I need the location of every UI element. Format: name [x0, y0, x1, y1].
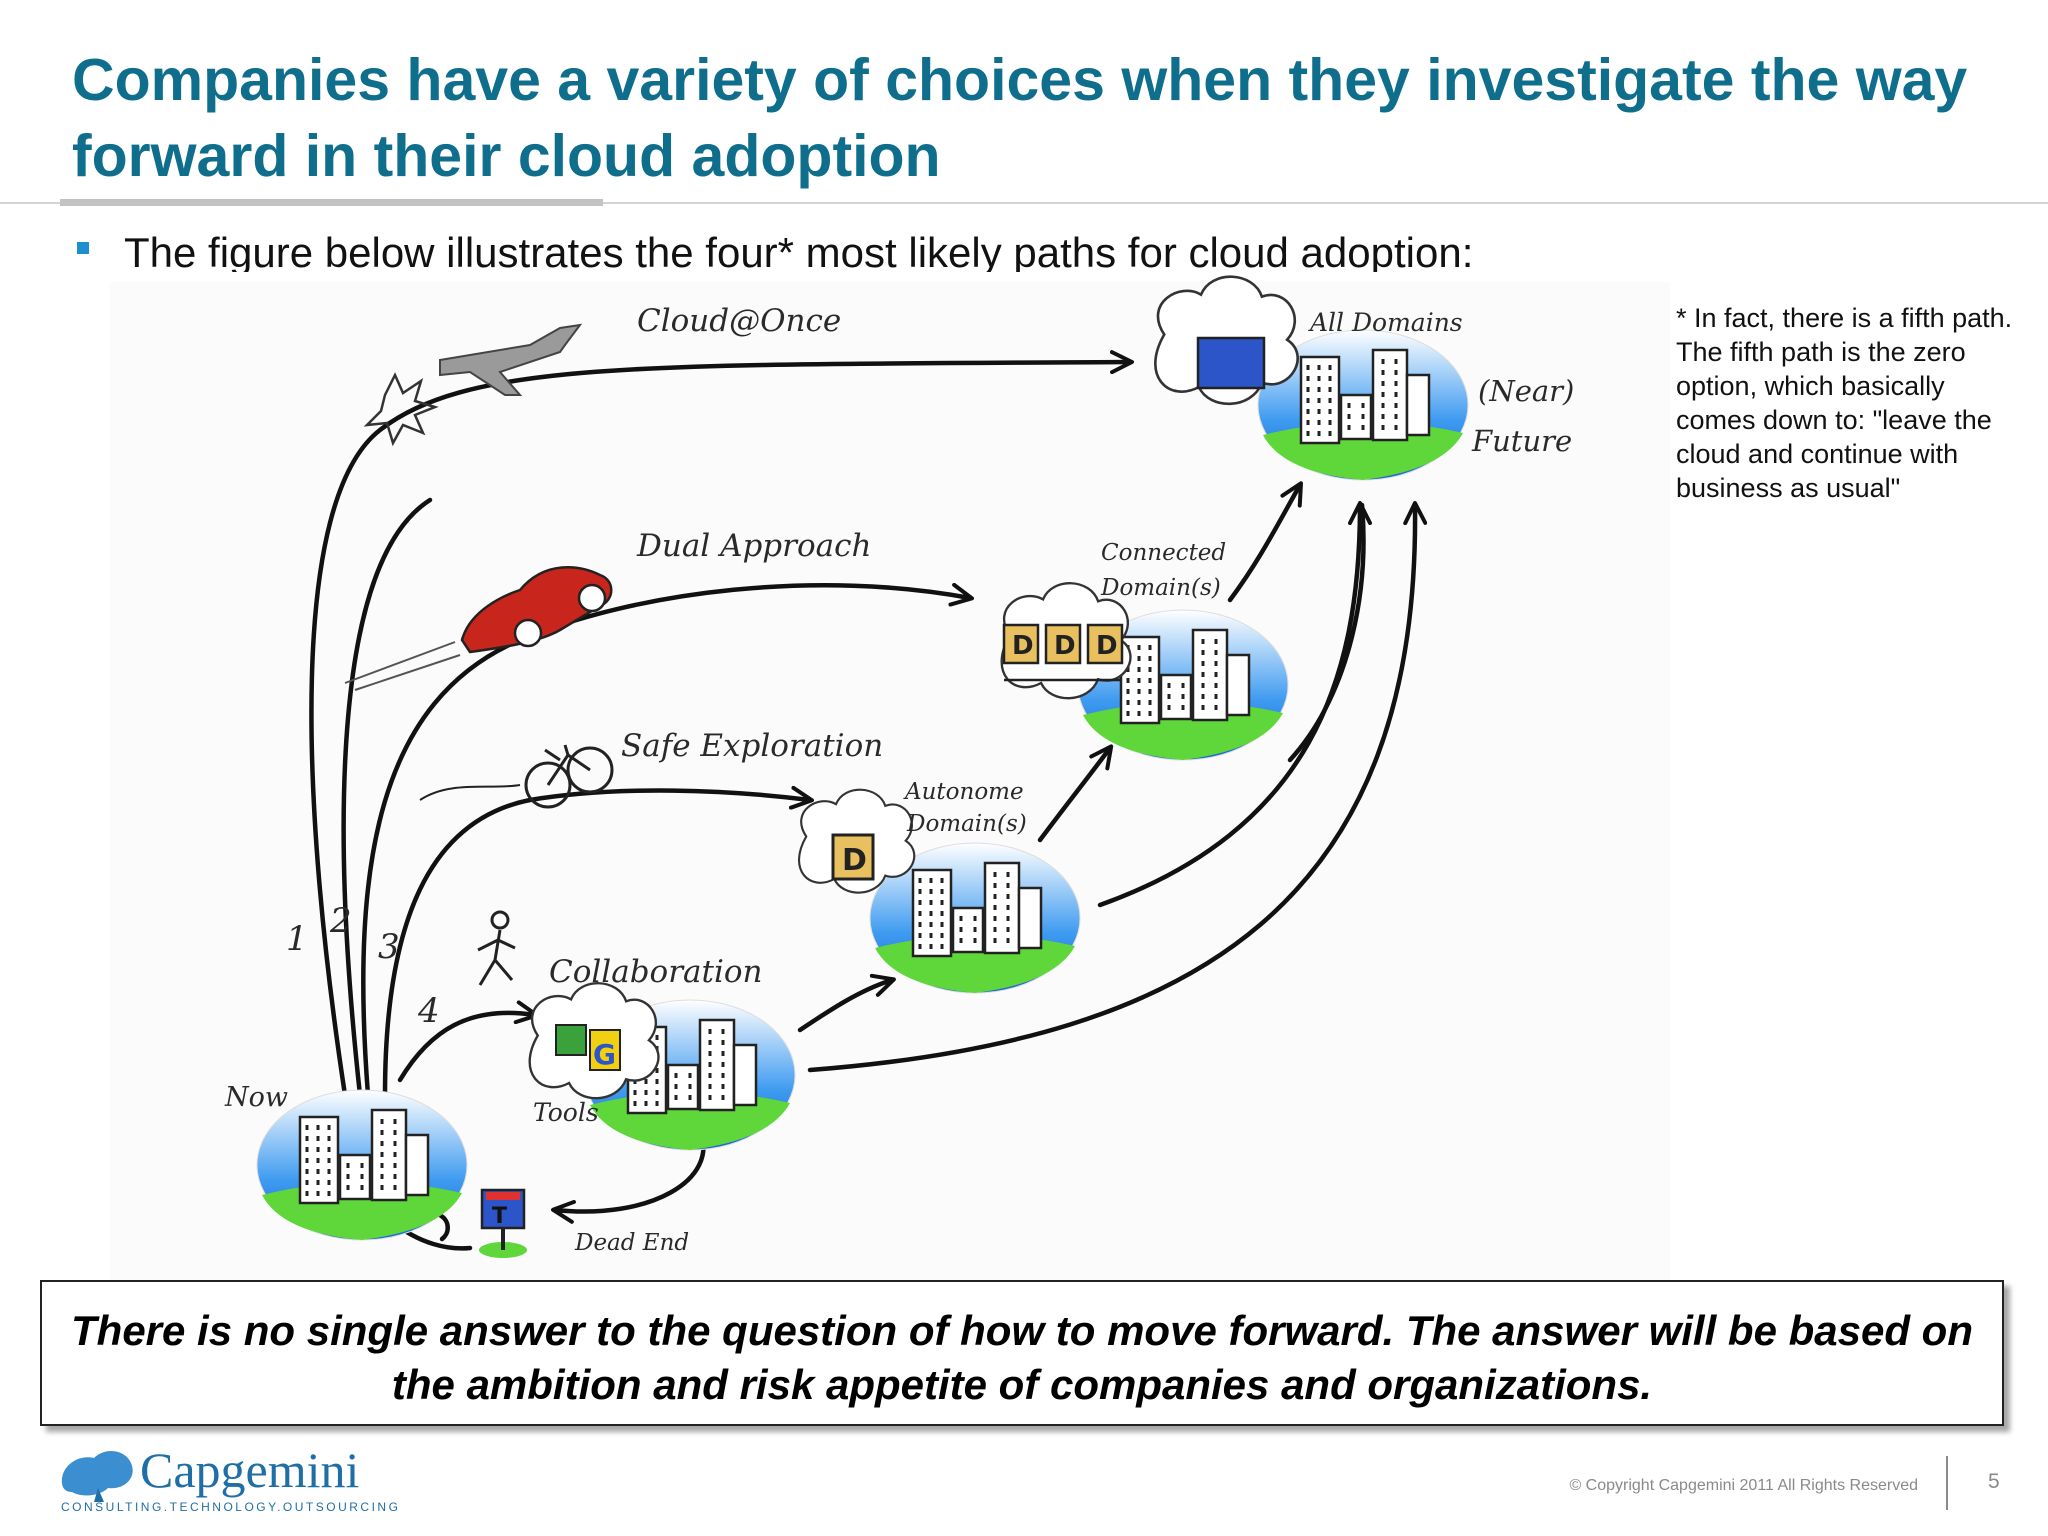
svg-text:D: D	[1012, 631, 1034, 661]
capgemini-logo: Capgemini CONSULTING.TECHNOLOGY.OUTSOURC…	[58, 1440, 398, 1520]
path-number-1: 1	[286, 919, 308, 959]
tool-square-green	[555, 1024, 587, 1056]
bullet-item: The figure below illustrates the four* m…	[72, 226, 1772, 272]
svg-text:D: D	[1096, 631, 1118, 661]
label-autonome-line1: Autonome	[903, 779, 1024, 805]
figure-labels: Cloud@Once Dual Approach Safe Exploratio…	[224, 303, 1574, 1256]
title-divider-accent	[60, 199, 603, 206]
bullet-square-icon	[77, 242, 89, 254]
conclusion-callout: There is no single answer to the questio…	[40, 1280, 2004, 1426]
runner-icon	[477, 910, 516, 986]
path-number-2: 2	[329, 901, 352, 941]
label-collaboration: Collaboration	[549, 954, 763, 990]
title-divider	[0, 202, 2048, 204]
svg-text:D: D	[1054, 631, 1076, 661]
dead-end-sign-icon: T	[479, 1188, 527, 1258]
label-autonome-line2: Domain(s)	[906, 811, 1027, 837]
path-collaboration	[397, 1000, 539, 1083]
path-tools-to-all	[807, 501, 1428, 1073]
badge-d: D	[842, 843, 867, 878]
path-autonome-to-connected	[1037, 744, 1114, 843]
city-now-icon	[255, 1088, 469, 1242]
path-autonome-to-all	[1097, 501, 1372, 908]
label-now: Now	[224, 1082, 288, 1113]
label-connected-line2: Domain(s)	[1100, 575, 1221, 601]
jet-icon	[363, 323, 583, 447]
path-number-4: 4	[417, 991, 440, 1031]
slide-title: Companies have a variety of choices when…	[72, 47, 1968, 189]
label-dual-approach: Dual Approach	[636, 528, 871, 564]
path-tools-to-autonome	[797, 973, 896, 1033]
label-dead-end: Dead End	[574, 1230, 689, 1256]
domain-badge-d	[831, 833, 875, 881]
conclusion-text: There is no single answer to the questio…	[71, 1307, 1973, 1408]
bicycle-icon	[419, 744, 614, 809]
label-all-domains: All Domains	[1308, 308, 1463, 337]
path-connected-to-all-b	[1287, 502, 1366, 763]
label-tools: Tools	[533, 1098, 599, 1127]
path-cloud-once	[309, 350, 1134, 1098]
connected-badge-letters: D D D	[1012, 631, 1118, 661]
svg-text:T: T	[492, 1204, 507, 1229]
all-domains-block	[1196, 336, 1266, 390]
connected-domain-badges	[1002, 623, 1124, 682]
adoption-path-lines	[309, 350, 1428, 1251]
footer-divider	[1946, 1456, 1948, 1510]
capgemini-spade-icon	[61, 1451, 133, 1502]
fifth-path-footnote: * In fact, there is a fifth path. The fi…	[1676, 303, 2013, 503]
label-connected-line1: Connected	[1101, 540, 1226, 566]
path-cloud-once-b	[341, 497, 433, 1098]
label-future: Future	[1471, 424, 1572, 458]
label-cloud-once: Cloud@Once	[637, 303, 841, 339]
car-icon	[344, 566, 613, 691]
label-safe-exploration: Safe Exploration	[621, 728, 883, 764]
path-number-3: 3	[378, 927, 400, 967]
path-safe-exploration	[382, 785, 814, 1098]
tool-square-yellow	[589, 1029, 621, 1071]
copyright-notice: © Copyright Capgemini 2011 All Rights Re…	[1569, 1477, 1918, 1494]
badge-g: G	[593, 1038, 616, 1071]
logo-tagline: CONSULTING.TECHNOLOGY.OUTSOURCING	[61, 1500, 401, 1514]
page-number: 5	[1988, 1470, 2000, 1493]
path-connected-to-all	[1227, 481, 1303, 603]
label-near: (Near)	[1478, 374, 1574, 408]
bullet-text: The figure below illustrates the four* m…	[124, 229, 1474, 272]
logo-wordmark: Capgemini	[140, 1442, 360, 1498]
